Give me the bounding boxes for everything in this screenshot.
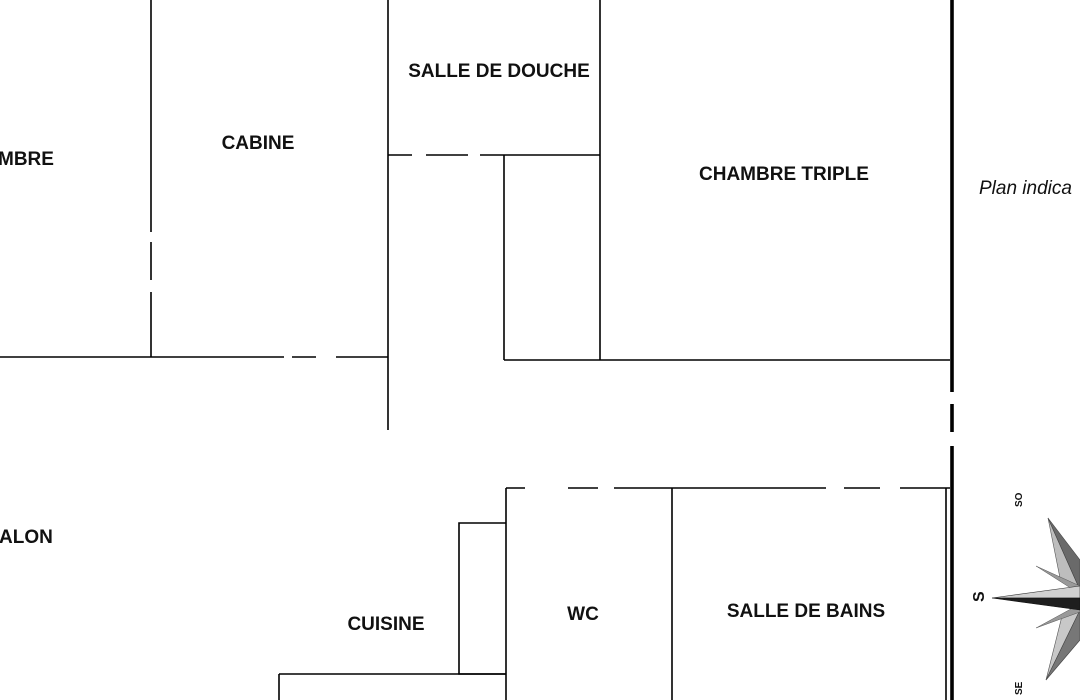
compass-spike-west-dark	[991, 597, 1080, 611]
plan-note: Plan indica	[979, 178, 1072, 199]
compass-tick-lower	[1035, 603, 1080, 629]
room-label-chambre: MBRE	[0, 149, 54, 170]
room-label-salle-de-douche: SALLE DE DOUCHE	[408, 61, 590, 82]
room-label-salon: ALON	[0, 527, 53, 548]
compass-letter-so: SO	[1014, 492, 1025, 507]
room-label-salle-de-bains: SALLE DE BAINS	[727, 601, 885, 622]
compass-letter-se: SE	[1014, 681, 1025, 695]
compass-tick-upper	[1035, 565, 1080, 595]
compass-letter-s: S	[971, 591, 988, 602]
wall-cuisine-counter	[458, 522, 506, 675]
compass-spike-se-dark	[1045, 609, 1080, 681]
room-label-cuisine: CUISINE	[347, 614, 424, 635]
room-label-chambre-triple: CHAMBRE TRIPLE	[699, 164, 869, 185]
compass-spike-west-light	[991, 585, 1080, 599]
walls	[0, 0, 950, 700]
room-label-wc: WC	[567, 604, 599, 625]
compass-spike-sw-dark	[1047, 517, 1080, 591]
room-label-cabine: CABINE	[222, 133, 295, 154]
compass-rose-icon: S SO SE	[971, 492, 1080, 695]
